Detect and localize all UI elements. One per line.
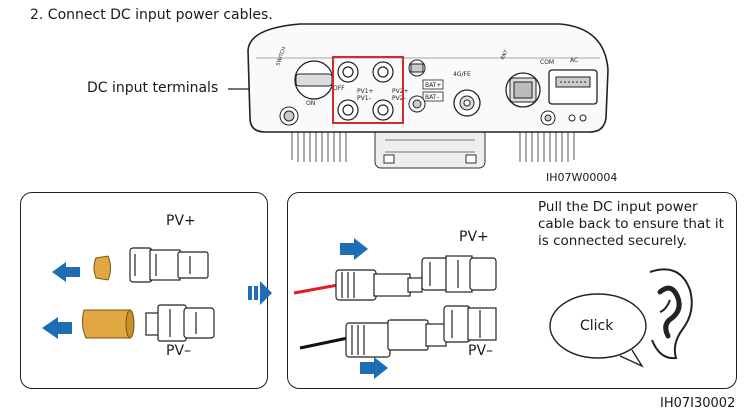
bat-plus-text: BAT+	[425, 82, 441, 89]
fe-text: 4G/FE	[453, 71, 471, 78]
arrow-right-lower	[360, 357, 388, 379]
connect-cables-illustration	[293, 238, 693, 379]
click-label: Click	[580, 318, 614, 334]
arrow-left-upper	[52, 262, 80, 282]
pv2-minus-text: PV2–	[392, 95, 407, 102]
off-text: OFF	[333, 85, 345, 92]
dc-input-terminals-label: DC input terminals	[87, 80, 219, 96]
pv1-minus-text: PV1–	[357, 95, 372, 102]
pv-plus-label-left: PV+	[166, 213, 196, 229]
speech-bubble	[549, 293, 647, 359]
arrow-left-lower	[42, 317, 72, 339]
black-cable	[299, 336, 349, 350]
pv-plus-label-right: PV+	[459, 229, 489, 245]
pv-minus-label-left: PV–	[166, 343, 192, 359]
ac-text: AC	[570, 57, 578, 64]
inverter-diagram: SWITCH OFF ON PV1+ PV1– PV2+ PV2– BAT+ B…	[247, 23, 609, 169]
pv1-plus-text: PV1+	[357, 88, 374, 95]
connection-check-instruction: Pull the DC input power cable back to en…	[538, 199, 724, 249]
pv-minus-label-right: PV–	[468, 343, 494, 359]
connector-pv-minus-left	[145, 304, 215, 342]
transition-arrow	[248, 281, 272, 305]
ear-icon	[649, 268, 693, 360]
step-instruction: 2. Connect DC input power cables.	[30, 7, 273, 23]
cap-pv-plus	[93, 255, 111, 281]
connector-pv-plus-left	[129, 247, 209, 283]
bat-minus-text: BAT–	[425, 94, 439, 101]
red-cable	[293, 283, 339, 295]
pv2-plus-text: PV2+	[392, 88, 409, 95]
arrow-right-upper	[340, 238, 368, 260]
dc-terminals-highlight	[332, 56, 404, 124]
figure-code-top: IH07W00004	[546, 171, 618, 184]
com-text: COM	[540, 59, 554, 66]
on-text: ON	[306, 100, 315, 107]
remove-caps-illustration	[42, 247, 215, 342]
figure-code-bottom: IH07I30002	[660, 396, 736, 411]
ant-text: ANT	[500, 48, 511, 61]
cap-pv-minus	[81, 309, 134, 339]
